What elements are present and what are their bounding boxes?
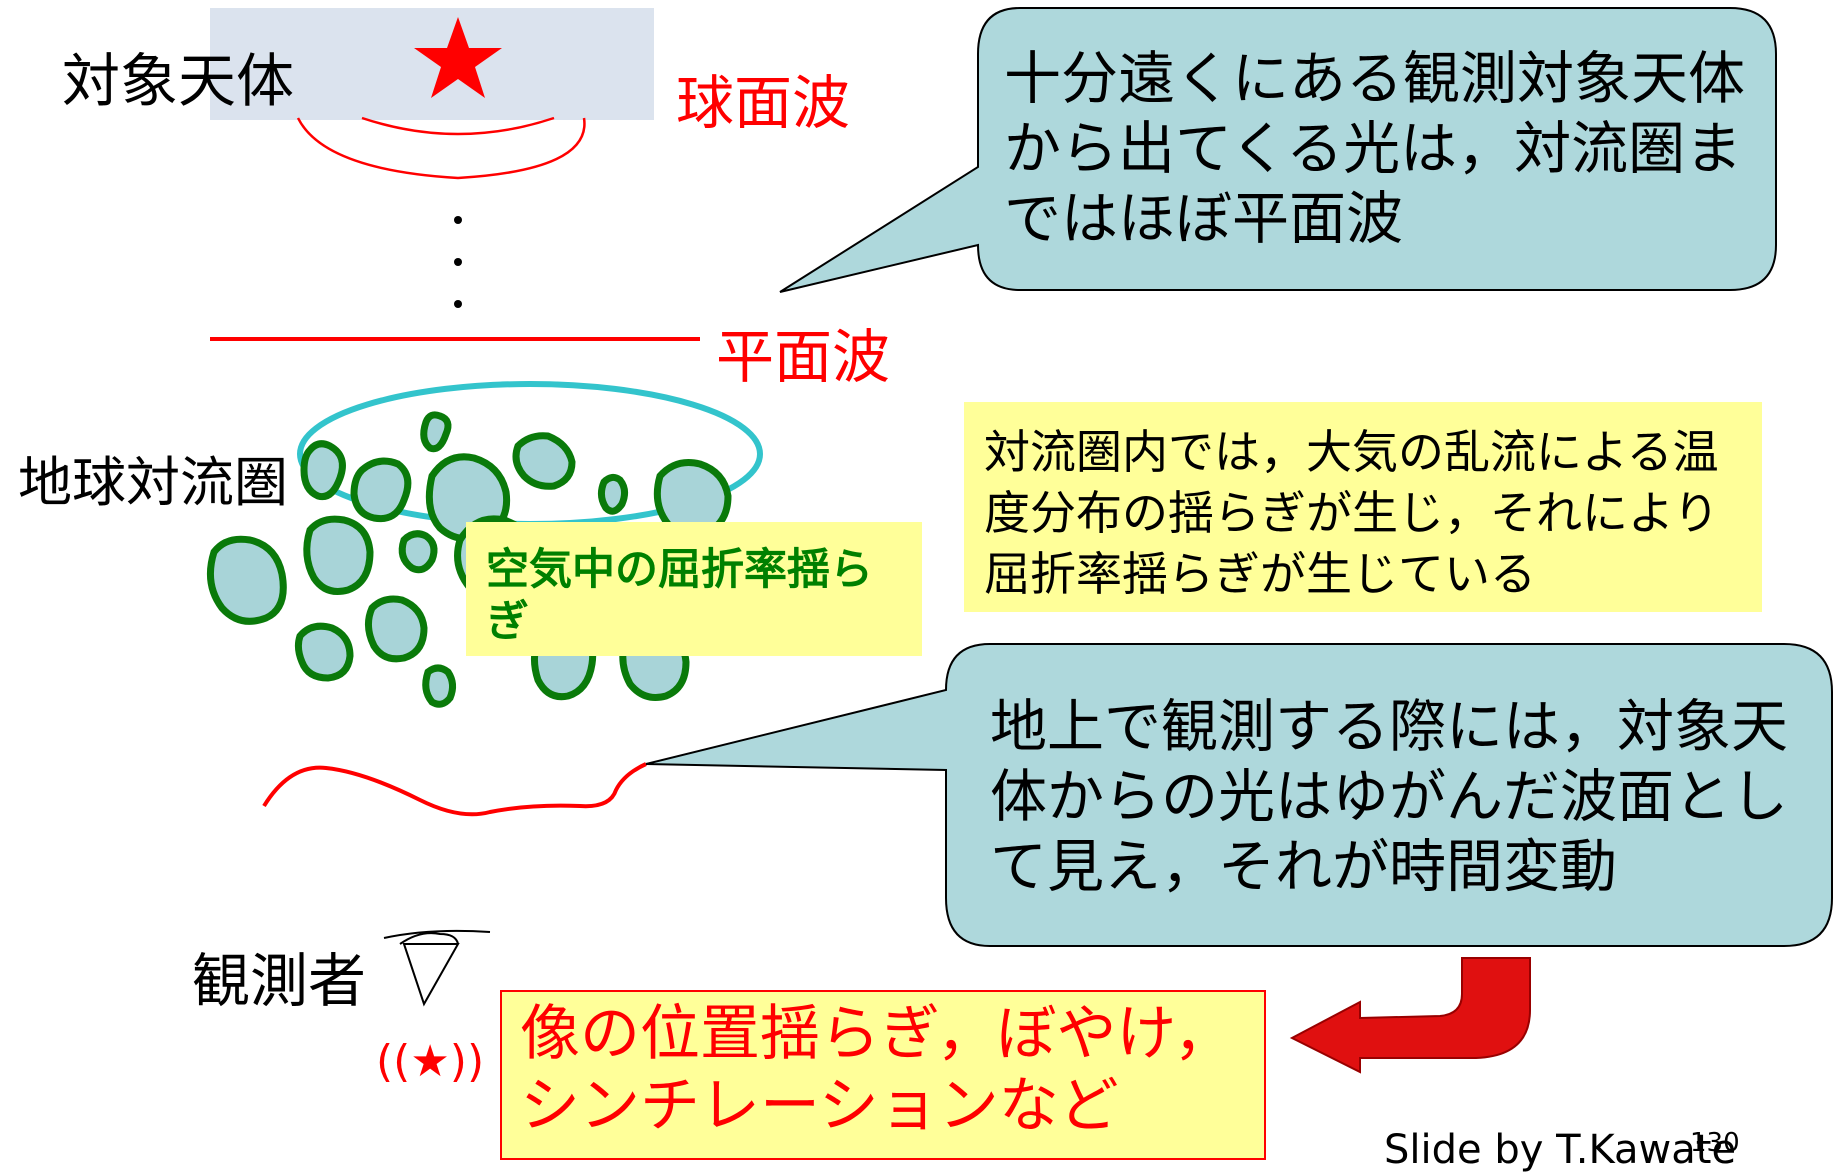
sky-box [210, 8, 654, 120]
turbulence-cell [422, 664, 457, 708]
ellipsis-dot [454, 258, 462, 266]
turbulence-cell [300, 440, 346, 501]
callout-top-text: 十分遠くにある観測対象天体から出てくる光は，対流圏まではほぼ平面波 [1004, 46, 1745, 252]
callout-bottom-bubble [645, 643, 1833, 947]
spherical-wave-label: 球面波 [676, 69, 851, 137]
turbulence-cell [398, 530, 438, 574]
turbulence-cell [350, 457, 412, 523]
object-label: 対象天体 [62, 47, 295, 115]
credit-text: Slide by T.Kawate [1384, 1127, 1737, 1173]
star-symbol-label: ((★)) [376, 1036, 485, 1087]
result-note-text: 像の位置揺らぎ，ぼやけ，シンチレーションなど [520, 999, 1234, 1141]
turbulence-cell [303, 515, 374, 595]
turbulence-cell [294, 622, 354, 682]
turbulence-cell [512, 432, 576, 490]
curved-arrow-icon [1289, 957, 1531, 1074]
result-note-box: 像の位置揺らぎ，ぼやけ，シンチレーションなど [500, 990, 1266, 1160]
distorted-wavefront [262, 762, 647, 817]
turbulence-cell [365, 595, 428, 663]
turbulence-cell [420, 411, 452, 453]
turbulence-cell [597, 473, 629, 515]
eye-icon [383, 929, 491, 1007]
page-number: 130 [1690, 1128, 1740, 1158]
callout-top-bubble [779, 7, 1777, 293]
troposphere-note-box: 対流圏内では，大気の乱流による温度分布の揺らぎが生じ，それにより屈折率揺らぎが生… [964, 402, 1762, 612]
ellipsis-dot [454, 216, 462, 224]
spherical-wave-arc-outer [296, 117, 586, 180]
star-icon [414, 17, 502, 98]
spherical-wave-arc-inner [361, 116, 555, 136]
refraction-note-text: 空気中の屈折率揺らぎ [486, 545, 873, 647]
refraction-note-box: 空気中の屈折率揺らぎ [466, 522, 922, 656]
troposphere-note-text: 対流圏内では，大気の乱流による温度分布の揺らぎが生じ，それにより屈折率揺らぎが生… [984, 425, 1720, 601]
callout-bottom-text: 地上で観測する際には，対象天体からの光はゆがんだ波面として見え，それが時間変動 [990, 694, 1788, 900]
turbulence-cell [653, 459, 732, 539]
turbulence-cell [206, 535, 287, 625]
ellipsis-dot [454, 300, 462, 308]
troposphere-label: 地球対流圏 [18, 451, 288, 514]
plane-wave-label: 平面波 [716, 323, 891, 391]
observer-label: 観測者 [192, 947, 367, 1015]
